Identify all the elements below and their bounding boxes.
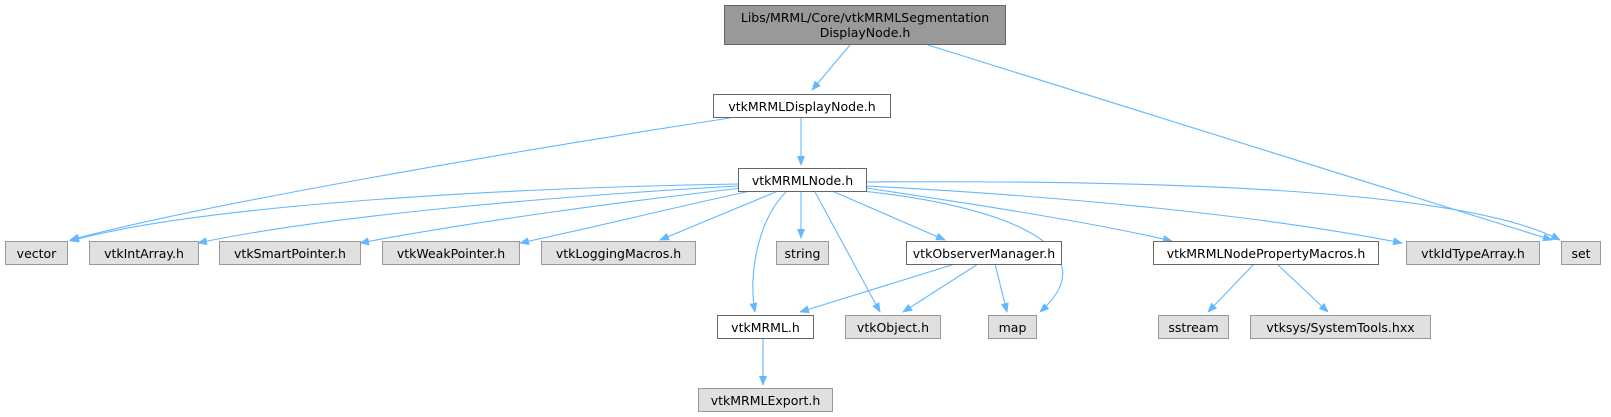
edge-mrmlnode-loggingmacros: [659, 190, 779, 241]
node-sstream: sstream: [1158, 315, 1229, 339]
node-label: sstream: [1168, 319, 1219, 335]
node-vtkloggingmacros: vtkLoggingMacros.h: [541, 241, 696, 265]
edge-mrmlnode-map: [851, 189, 1064, 313]
edge-mrmlnode-smartpointer: [359, 187, 743, 246]
edge-mrmlnode-propertymacros: [865, 187, 1173, 243]
node-root-segmentation-display-node: Libs/MRML/Core/vtkMRMLSegmentation Displ…: [724, 5, 1006, 45]
node-label: vtkWeakPointer.h: [396, 245, 506, 261]
node-vtkmrmlnodepropertymacros[interactable]: vtkMRMLNodePropertyMacros.h: [1153, 241, 1379, 265]
node-label: vector: [16, 245, 57, 261]
node-label: vtkMRMLNode.h: [751, 172, 854, 188]
node-vtksmartpointer: vtkSmartPointer.h: [219, 241, 361, 265]
node-string: string: [776, 241, 829, 265]
node-vtkintarray: vtkIntArray.h: [89, 241, 199, 265]
node-vtkmrml[interactable]: vtkMRML.h: [717, 315, 814, 339]
edge-propertymacros-sstream: [1207, 263, 1255, 313]
node-vtkweakpointer: vtkWeakPointer.h: [382, 241, 520, 265]
edge-observermanager-map: [994, 263, 1009, 313]
edge-observermanager-object: [902, 263, 979, 313]
node-label: vtkMRMLExport.h: [710, 392, 821, 408]
node-label: vtkIdTypeArray.h: [1421, 245, 1525, 261]
node-root-label-line2: DisplayNode.h: [819, 25, 911, 40]
node-label: vtkMRML.h: [731, 319, 800, 335]
node-vtkidtypearray: vtkIdTypeArray.h: [1406, 241, 1540, 265]
node-label: vtksys/SystemTools.hxx: [1266, 319, 1415, 335]
node-label: vtkLoggingMacros.h: [555, 245, 682, 261]
node-label: vtkObject.h: [856, 319, 930, 335]
edge-mrmlnode-vector: [69, 183, 739, 243]
node-vtkmrmlnode[interactable]: vtkMRMLNode.h: [738, 168, 867, 192]
edge-mrmlnode-mrml: [749, 191, 787, 313]
node-vtkmrmldisplaynode[interactable]: vtkMRMLDisplayNode.h: [713, 94, 891, 118]
node-map: map: [988, 315, 1037, 339]
node-vtkmrmlexport: vtkMRMLExport.h: [698, 388, 833, 412]
node-label: string: [784, 245, 821, 261]
node-label: vtkMRMLDisplayNode.h: [728, 98, 876, 114]
node-label: map: [998, 319, 1027, 335]
node-label: vtkIntArray.h: [104, 245, 184, 261]
node-set: set: [1561, 241, 1601, 265]
edge-root-set: [927, 44, 1553, 242]
node-vtkobservermanager[interactable]: vtkObserverManager.h: [906, 241, 1062, 265]
node-label: vtkObserverManager.h: [912, 245, 1056, 261]
edge-mrmlnode-intarray: [197, 185, 739, 246]
edge-root-displaynode: [811, 44, 851, 91]
node-label: vtkSmartPointer.h: [234, 245, 346, 261]
edge-observermanager-mrml: [799, 263, 956, 314]
node-root-label-line1: Libs/MRML/Core/vtkMRMLSegmentation: [740, 10, 990, 25]
edge-propertymacros-systemtools: [1276, 263, 1329, 313]
edge-displaynode-vector: [69, 117, 731, 242]
node-label: set: [1571, 245, 1591, 261]
edge-mrmlnode-object: [814, 191, 881, 313]
node-vtkobject: vtkObject.h: [845, 315, 941, 339]
edge-mrmlnode-weakpointer: [519, 189, 756, 246]
node-vector: vector: [5, 241, 68, 265]
node-vtksys-systemtools: vtksys/SystemTools.hxx: [1250, 315, 1431, 339]
edge-mrmlnode-observermanager: [831, 190, 946, 241]
node-label: vtkMRMLNodePropertyMacros.h: [1166, 245, 1366, 261]
edge-mrmlnode-idtypearray: [865, 185, 1403, 246]
edge-mrmlnode-set: [865, 181, 1561, 241]
